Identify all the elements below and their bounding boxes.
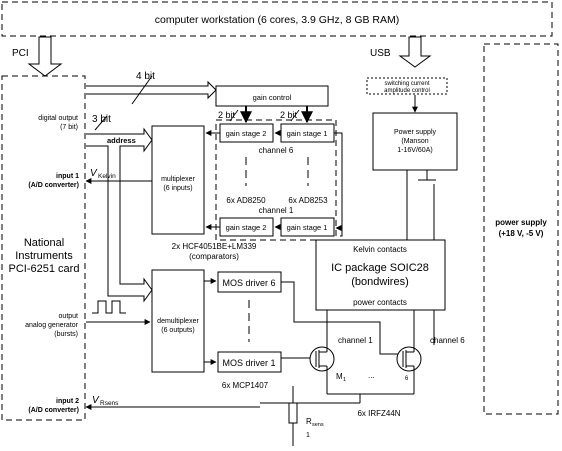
dots-label: ... <box>368 371 375 380</box>
power-supply-right-box: power supply (+18 V, -5 V) <box>483 43 559 415</box>
gain-stage-2-ch6-label: gain stage 2 <box>226 129 267 138</box>
switching-label-1: switching current <box>384 81 429 87</box>
mosfet-right-icon <box>396 310 422 394</box>
rsens-resistor-icon <box>288 402 298 446</box>
address-label: address <box>107 136 136 145</box>
input2-label-2: (A/D converter) <box>28 407 79 414</box>
output-label-2: analog generator <box>25 322 79 329</box>
gain-stage-2-ch1-label: gain stage 2 <box>226 223 267 232</box>
rsens-idx: 1 <box>306 432 310 439</box>
pci-label: PCI <box>12 48 29 59</box>
gain-stage-2-ch6: gain stage 2 <box>219 123 274 143</box>
channel1-top-label: channel 1 <box>259 206 294 215</box>
m1-label: M <box>336 372 343 381</box>
gain-stage-1-ch1: gain stage 1 <box>280 217 335 237</box>
six-label: 6 <box>405 376 409 382</box>
hcf-label-1: 2x HCF4051BE+LM339 <box>172 242 257 251</box>
ic-label-2: (bondwires) <box>351 276 408 288</box>
irfz-label: 6x IRFZ44N <box>357 409 400 418</box>
gain-stage-channel-box <box>215 119 337 241</box>
power-supply-right-label-1: power supply <box>495 218 547 227</box>
v-kelvin-sub: Kelvin <box>98 173 116 180</box>
mos-driver-6-box: MOS driver 6 <box>217 271 282 293</box>
hcf-label-2: (comparators) <box>189 252 239 261</box>
rsens-label: R <box>306 417 312 426</box>
bus-3bit-label: 3 bit <box>92 114 111 125</box>
switching-label-2: amplitude control <box>384 88 430 94</box>
gain-stage-1-ch1-label: gain stage 1 <box>287 223 328 232</box>
digital-output-label-2: (7 bit) <box>60 124 78 131</box>
demultiplexer-box: demultiplexer (6 outputs) <box>151 269 205 373</box>
gain-stage-2-ch1: gain stage 2 <box>219 217 274 237</box>
address-bus-arrow: 3 bit address <box>86 114 153 303</box>
ad8250-label: 6x AD8250 <box>226 196 266 205</box>
digital-output-label-1: digital output <box>38 115 78 122</box>
channel6-top-label: channel 6 <box>259 146 294 155</box>
mos-driver-6-label: MOS driver 6 <box>222 278 275 288</box>
output-label-1: output <box>59 313 79 320</box>
output-label-3: (bursts) <box>54 331 78 338</box>
demux-label-2: (6 outputs) <box>161 327 194 334</box>
power-supply-right-label-2: (+18 V, -5 V) <box>499 229 544 238</box>
ic-package-box: Kelvin contacts IC package SOIC28 (bondw… <box>315 239 446 311</box>
bit2-right-label: 2 bit <box>280 110 298 120</box>
driver6-gate-line <box>281 281 399 355</box>
m1-sub: 1 <box>343 377 346 383</box>
v-rsens-line: V Rsens <box>85 395 260 410</box>
daq-label-1: National <box>24 237 64 249</box>
bus-4bit-arrow: 4 bit <box>86 71 217 105</box>
psu-manson-label-2: (Manson <box>401 138 428 145</box>
daq-label-3: PCI-6251 card <box>9 263 80 275</box>
burst-signal-icon <box>92 300 126 314</box>
mux-label-1: multiplexer <box>161 176 196 183</box>
demux-to-driver-lines <box>204 278 217 365</box>
bit2-left-label: 2 bit <box>218 110 236 120</box>
demux-label-1: demultiplexer <box>157 318 199 325</box>
ic-to-gain-lines <box>334 132 343 237</box>
gain-stage-1-ch6-label: gain stage 1 <box>287 129 328 138</box>
ad8253-label: 6x AD8253 <box>288 196 328 205</box>
daq-card-box: National Instruments PCI-6251 card digit… <box>1 75 86 421</box>
gain-control-box: gain control <box>215 85 329 107</box>
usb-label: USB <box>370 48 391 59</box>
mcp-label: 6x MCP1407 <box>222 381 269 390</box>
multiplexer-box: multiplexer (6 inputs) <box>151 125 205 235</box>
kelvin-contacts-label: Kelvin contacts <box>353 245 407 254</box>
v-kelvin-label: V <box>90 168 98 179</box>
rsens-sub: sens <box>312 422 324 428</box>
channel6-mos-label: channel 6 <box>430 336 465 345</box>
input1-label-2: (A/D converter) <box>28 182 79 189</box>
mux-output-line: V Kelvin <box>85 168 152 184</box>
v-rsens-sub: Rsens <box>100 400 119 407</box>
ic-label-1: IC package SOIC28 <box>331 262 429 274</box>
mos-driver-1-label: MOS driver 1 <box>222 358 275 368</box>
switching-current-box: switching current amplitude control <box>366 77 448 95</box>
gain-stage-1-ch6: gain stage 1 <box>280 123 335 143</box>
pci-arrow: PCI <box>12 36 63 77</box>
computer-workstation-box: computer workstation (6 cores, 3.9 GHz, … <box>1 1 553 37</box>
gain-control-links: 2 bit 2 bit <box>218 106 313 124</box>
input1-label-1: input 1 <box>56 173 79 180</box>
power-supply-manson-box: Power supply (Manson 1-16V/60A) <box>372 112 458 171</box>
bus-4bit-label: 4 bit <box>136 71 155 82</box>
gain-to-mux-lines <box>205 130 220 230</box>
computer-label: computer workstation (6 cores, 3.9 GHz, … <box>155 14 400 26</box>
mux-label-2: (6 inputs) <box>163 185 192 192</box>
input2-label-1: input 2 <box>56 398 79 405</box>
gain-control-label: gain control <box>253 93 292 102</box>
power-contacts-label: power contacts <box>353 298 407 307</box>
psu-manson-label-1: Power supply <box>394 129 437 136</box>
psu-manson-label-3: 1-16V/60A) <box>397 147 432 154</box>
v-rsens-label: V <box>92 395 100 406</box>
channel1-mos-label: channel 1 <box>338 336 373 345</box>
usb-arrow: USB <box>370 36 432 68</box>
daq-label-2: Instruments <box>15 250 73 262</box>
mosfet-left-icon <box>309 310 335 394</box>
mos-driver-1-box: MOS driver 1 <box>217 351 282 373</box>
